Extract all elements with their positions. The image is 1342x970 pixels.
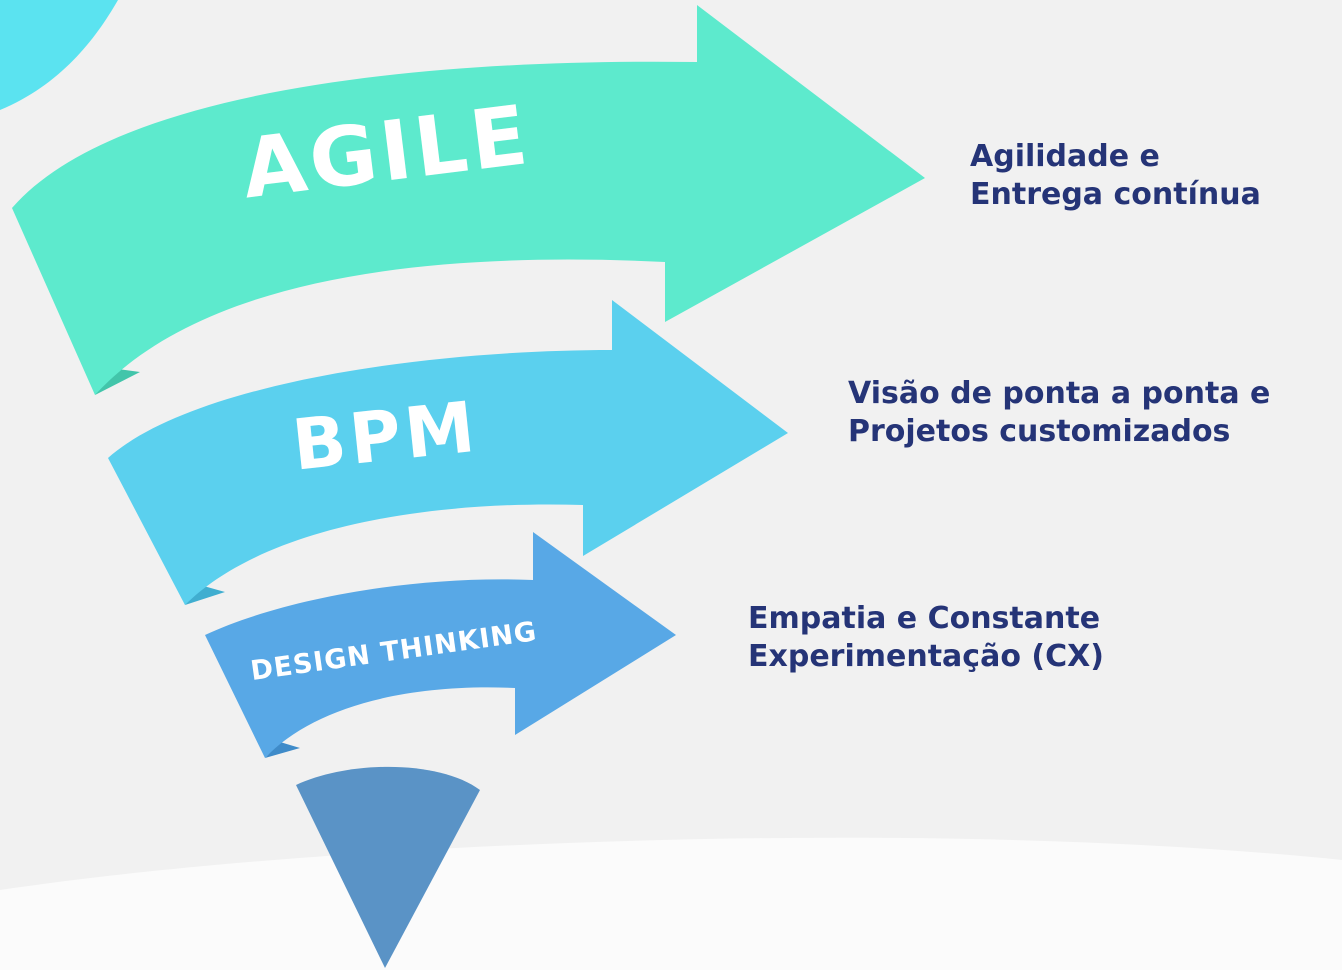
design-thinking-description-line-2: Experimentação (CX) bbox=[748, 638, 1104, 674]
bottom-wave bbox=[0, 837, 1342, 970]
design-thinking-fold bbox=[265, 742, 300, 758]
agile-description-line-2: Entrega contínua bbox=[970, 176, 1261, 212]
design-thinking-arrow bbox=[205, 532, 676, 758]
bpm-description: Visão de ponta a ponta e Projetos custom… bbox=[848, 375, 1270, 450]
funnel-tip bbox=[296, 766, 480, 968]
agile-description: Agilidade e Entrega contínua bbox=[970, 138, 1261, 213]
agile-arrow bbox=[12, 5, 925, 395]
bpm-arrow bbox=[108, 300, 788, 605]
bpm-label: BPM bbox=[289, 386, 483, 487]
bpm-fold bbox=[185, 585, 225, 605]
bpm-description-line-1: Visão de ponta a ponta e bbox=[848, 376, 1271, 411]
bpm-description-line-2: Projetos customizados bbox=[848, 413, 1231, 449]
corner-accent bbox=[0, 0, 118, 110]
design-thinking-description: Empatia e Constante Experimentação (CX) bbox=[748, 600, 1104, 675]
agile-description-line-1: Agilidade e bbox=[970, 139, 1160, 174]
design-thinking-description-line-1: Empatia e Constante bbox=[748, 601, 1101, 636]
